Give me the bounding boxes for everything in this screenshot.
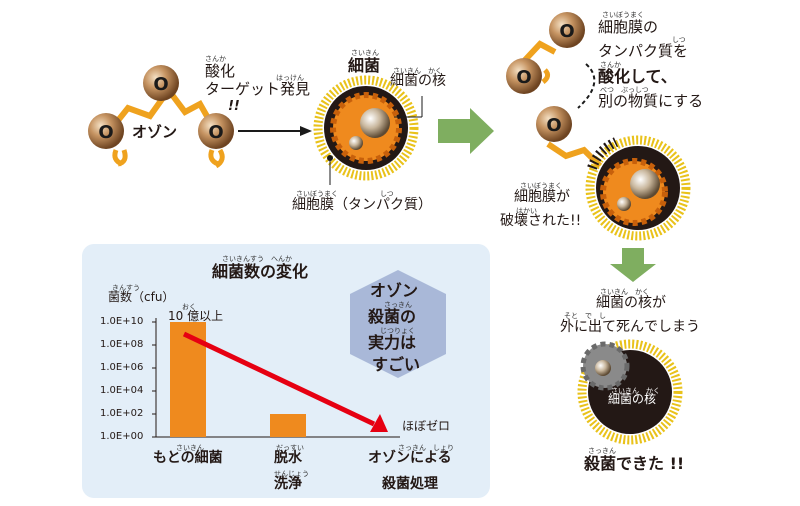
svg-text:O: O: [546, 115, 561, 136]
oxygen-atom: [198, 113, 234, 149]
step2-line1: 細胞膜の: [598, 18, 659, 36]
y-tick-label: 1.0E+06: [100, 362, 144, 373]
ruby-text: さいきん: [351, 49, 379, 57]
ruby-text: しつ: [672, 36, 686, 44]
annotation-high: 10 億以上: [168, 309, 224, 323]
ruby-text: せんじょう: [274, 470, 309, 478]
ozone-molecule-2: O O O: [506, 12, 603, 169]
y-tick-label: 1.0E+02: [100, 408, 144, 419]
green-arrow-icon: [610, 248, 656, 282]
step3-line2: 外に出て死んでしまう: [560, 319, 700, 335]
ruby-text: はかい: [516, 207, 537, 215]
x-category-label: もとの細菌: [153, 450, 223, 466]
ozone-molecule-1: O O O: [88, 65, 234, 169]
x-category-label: 脱水: [274, 450, 302, 466]
ruby-text: さいきんすう へんか: [222, 255, 292, 263]
badge-line3: 実力は: [368, 333, 417, 352]
oxidize-label: 酸化: [205, 62, 236, 80]
ruby-text: そと で し: [564, 312, 606, 320]
exclaim-mark: !!: [228, 99, 240, 114]
svg-text:O: O: [98, 122, 113, 143]
step2-line2: タンパク質を: [598, 42, 689, 60]
trend-arrow: [182, 331, 376, 427]
ruby-text: さいぼうまく しつ: [296, 190, 394, 198]
badge-hexagon: [350, 270, 446, 378]
badge-line2: 殺菌の: [368, 307, 417, 326]
destroyed-label: 破壊された!!: [500, 213, 582, 229]
step2-line3: 酸化して、: [598, 67, 677, 86]
annotation-zero: ほぼゼロ: [402, 419, 451, 433]
svg-text:O: O: [516, 67, 531, 88]
bacteria-count-chart: [152, 318, 400, 438]
step2-line4: 別の物質にする: [598, 92, 704, 110]
x-category-label: 殺菌処理: [382, 476, 438, 492]
bar: [270, 414, 306, 437]
ruby-text: さいきん かく: [600, 288, 649, 296]
ozone-label: オゾン: [132, 123, 178, 141]
y-tick-label: 1.0E+04: [100, 385, 144, 396]
ruby-text: さいぼうまく: [602, 11, 644, 19]
membrane-label: 細胞膜（タンパク質）: [292, 197, 432, 213]
badge-line4: すごい: [372, 355, 421, 374]
x-category-label: 洗浄: [274, 476, 302, 492]
sterilized-label: 殺菌できた !!: [584, 454, 685, 473]
membrane-broken-label: 細胞膜が: [514, 189, 570, 205]
oxygen-atom: [143, 65, 179, 101]
bacteria-label: 細菌: [348, 56, 381, 75]
ruby-text: さっきん: [384, 301, 412, 309]
y-axis-label: 菌数（cfu）: [108, 290, 175, 304]
oxygen-atom: [88, 113, 124, 149]
ruby-text: さんか: [205, 55, 226, 63]
nucleus-label: 細菌の核: [390, 73, 446, 89]
ruby-text: さいきん: [176, 444, 204, 452]
bacterium-2: [585, 135, 691, 241]
ruby-text: さいぼうまく: [520, 182, 562, 190]
ruby-text: おく: [182, 303, 196, 311]
ruby-text: はっけん: [276, 74, 304, 82]
ruby-text: さんか: [600, 61, 621, 69]
ruby-text: きんすう: [112, 284, 140, 292]
green-arrow-icon: [438, 108, 494, 154]
svg-text:O: O: [153, 74, 168, 95]
badge-line1: オゾン: [370, 281, 419, 300]
y-tick-label: 1.0E+00: [100, 431, 144, 442]
y-tick-label: 1.0E+10: [100, 316, 144, 327]
trend-arrow-head: [370, 414, 388, 432]
target-found-label: ターゲット発見: [205, 80, 311, 98]
ruby-text: べつ ぶっしつ: [600, 86, 649, 94]
y-tick-label: 1.0E+08: [100, 339, 144, 350]
svg-text:O: O: [559, 21, 574, 42]
ruby-text: だっすい: [276, 444, 304, 452]
dead-nucleus-label: 細菌の核: [608, 392, 657, 406]
ruby-text: さっきん: [588, 447, 616, 455]
bacterium-1: [313, 75, 419, 181]
svg-text:O: O: [208, 122, 223, 143]
ruby-text: さいきん かく: [611, 387, 660, 395]
chart-title: 細菌数の変化: [212, 262, 309, 281]
ruby-text: じつりょく: [380, 327, 415, 335]
ruby-text: さいきん かく: [393, 67, 442, 75]
bacterium-3: [577, 339, 683, 445]
ruby-text: さっきん しょり: [398, 444, 454, 452]
x-category-label: オゾンによる: [368, 450, 452, 466]
step3-line1: 細菌の核が: [596, 295, 666, 311]
